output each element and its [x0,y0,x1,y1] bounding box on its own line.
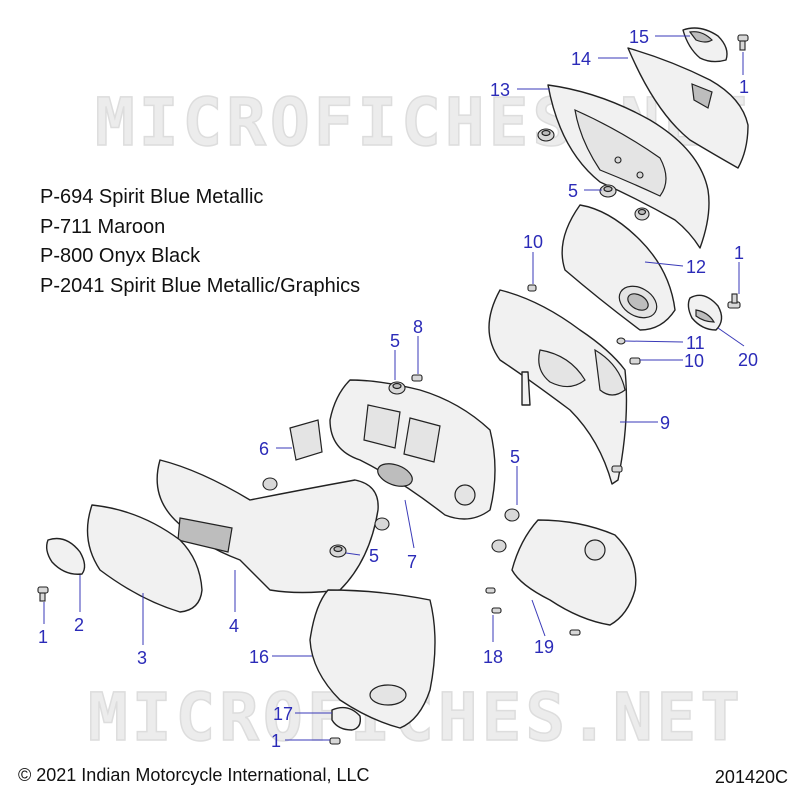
part-5-grommet-f [374,517,390,531]
part-5-grommet-d [388,381,406,395]
legend-item: P-694 Spirit Blue Metallic [40,186,264,208]
callout-5-c: 5 [510,447,520,467]
part-4-side-cover [156,459,379,594]
part-17-small-cap [331,706,362,731]
callout-7: 7 [407,552,417,572]
part-5-grommet-i [491,539,507,553]
part-5-grommet-e [262,477,278,491]
part-11-clip [616,337,626,345]
callout-3: 3 [137,648,147,668]
callout-10-b: 10 [684,351,704,371]
callout-5-b: 5 [390,331,400,351]
part-1-bolt-right [727,293,741,309]
part-19-lower-fairing [511,519,637,626]
part-screw-9 [611,465,623,473]
part-5-grommet-a [537,128,555,142]
part-5-grommet-h [504,508,520,522]
legend-item: P-711 Maroon [40,215,166,238]
callout-labels: 15 14 1 13 5 10 12 1 11 10 20 5 8 9 6 5 … [38,27,758,751]
part-5-grommet-c [634,207,650,221]
callout-16: 16 [249,647,269,667]
callout-18: 18 [483,647,503,667]
legend-item: P-2041 Spirit Blue Metallic/Graphics [40,274,361,297]
part-16-lower-cover [309,589,436,729]
callout-13: 13 [490,80,510,100]
callout-1-c: 1 [38,627,48,647]
part-1-bolt-left [37,586,49,602]
paint-code-legend: P-694 Spirit Blue Metallic P-711 Maroon … [40,183,360,301]
callout-9: 9 [660,413,670,433]
part-9-lower-fairing [488,289,628,485]
callout-5-a: 5 [568,181,578,201]
callout-12: 12 [686,257,706,277]
part-6-decal [289,419,323,461]
part-18-screws [485,587,581,636]
callout-19: 19 [534,637,554,657]
part-5-grommet-b [599,184,617,198]
callout-5-d: 5 [369,546,379,566]
part-12-inner-panel [561,204,676,331]
part-8-screw [411,374,423,382]
callout-2: 2 [74,615,84,635]
diagram-code: 201420C [714,767,788,787]
part-5-grommet-g [329,544,347,558]
leader-lines [43,35,745,741]
part-15-cover [682,27,728,63]
callout-14: 14 [571,49,591,69]
callout-1-a: 1 [739,77,749,97]
part-14-upper-trim [627,47,749,169]
copyright-text: © 2021 Indian Motorcycle International, … [18,765,370,785]
part-3-lower-panel [86,504,203,613]
legend-item: P-800 Onyx Black [40,245,201,267]
part-10-screw-a [527,284,537,292]
callout-17: 17 [273,704,293,724]
part-1-bolt-bottom [329,737,341,745]
callout-10-a: 10 [523,232,543,252]
callout-20: 20 [738,350,758,370]
part-20-cover [687,294,723,331]
callout-6: 6 [259,439,269,459]
part-7-mount-bracket [329,379,496,520]
callout-4: 4 [229,616,239,636]
callout-1-b: 1 [734,243,744,263]
part-2-small-cover [45,537,86,575]
callout-1-d: 1 [271,731,281,751]
callout-11: 11 [686,333,705,353]
part-1-bolt-top [737,34,749,51]
callout-15: 15 [629,27,649,47]
part-13-inner-fairing [547,84,710,249]
part-10-screw-b [629,357,641,365]
callout-8: 8 [413,317,423,337]
